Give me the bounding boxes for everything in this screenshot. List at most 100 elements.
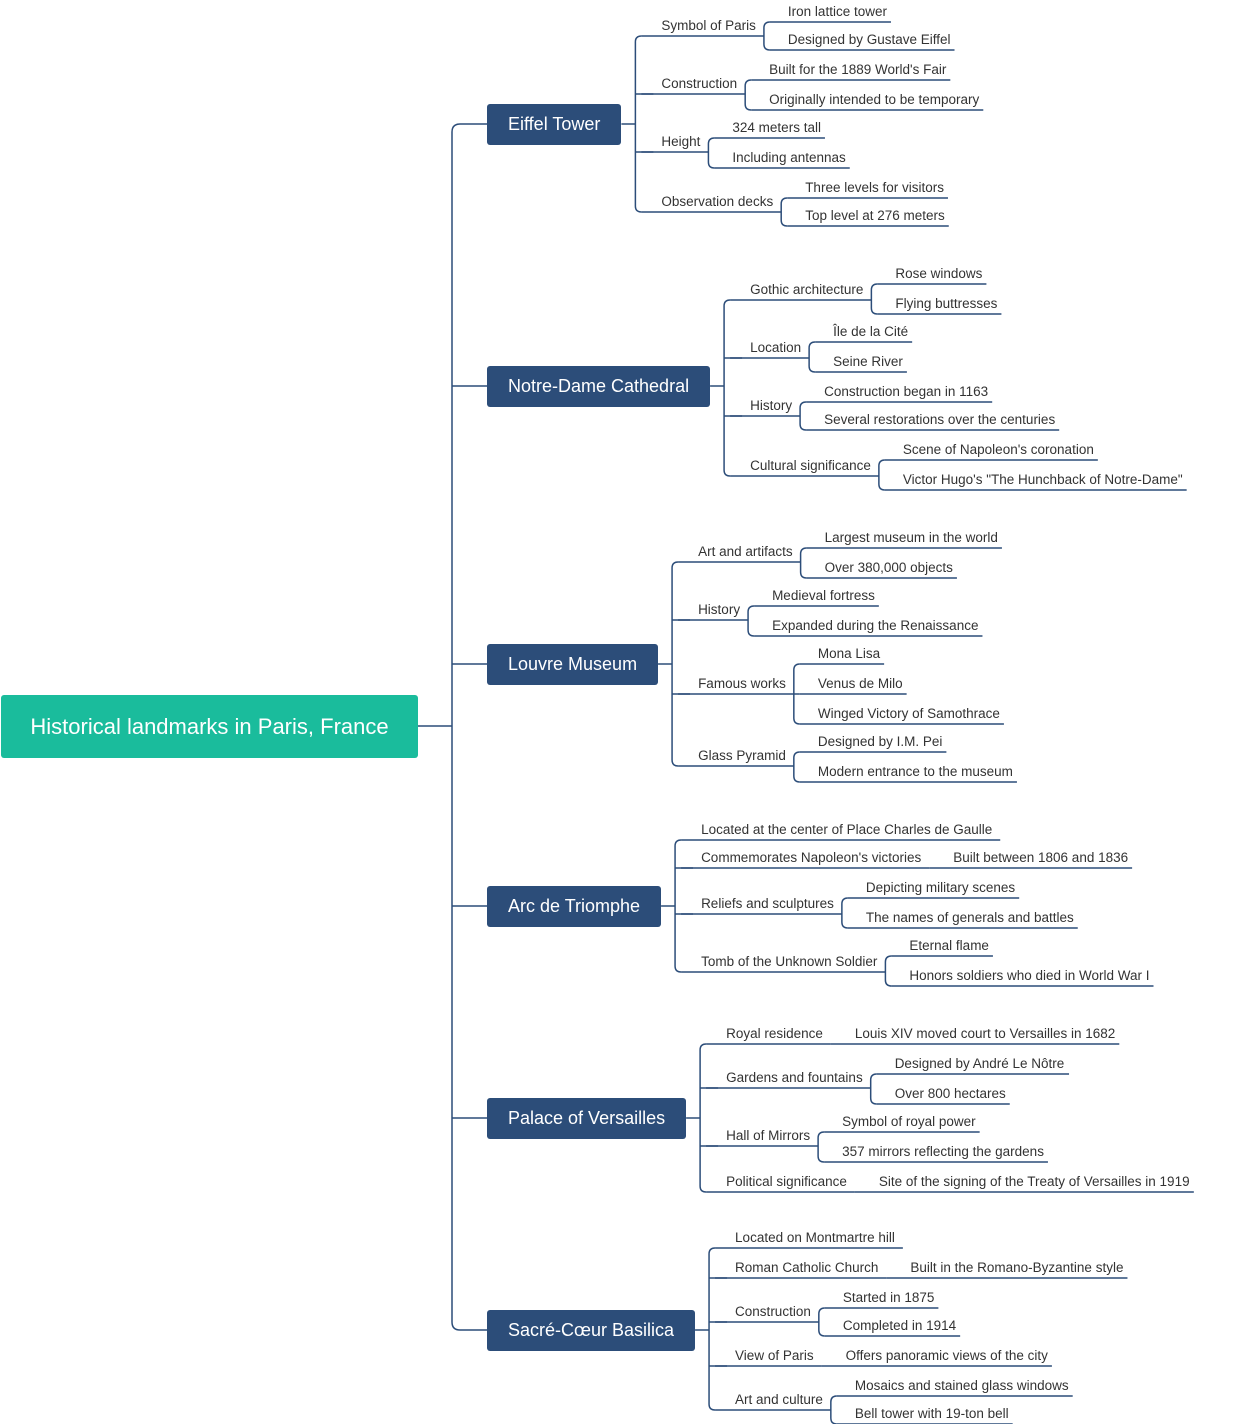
detail-324-meters-tall: 324 meters tall xyxy=(732,120,821,135)
subtopic-roman-catholic-church[interactable]: Roman Catholic Church xyxy=(735,1260,879,1275)
detail-bracket xyxy=(744,79,752,111)
detail-offers-panoramic-views-of-the-city: Offers panoramic views of the city xyxy=(845,1348,1048,1363)
detail-bracket xyxy=(830,1395,837,1424)
subtopic-history[interactable]: History xyxy=(698,602,741,617)
detail-357-mirrors-reflecting-the-gardens: 357 mirrors reflecting the gardens xyxy=(842,1144,1044,1159)
subtopic-art-and-artifacts[interactable]: Art and artifacts xyxy=(698,544,793,559)
detail-ile-de-la-cite: Île de la Cité xyxy=(833,324,909,339)
detail-top-level-at-276-meters: Top level at 276 meters xyxy=(805,208,945,223)
subtopic-hall-of-mirrors[interactable]: Hall of Mirrors xyxy=(726,1128,811,1143)
subtopic-bracket xyxy=(723,299,731,477)
detail-mona-lisa: Mona Lisa xyxy=(817,646,881,661)
detail-symbol-of-royal-power: Symbol of royal power xyxy=(842,1114,976,1129)
detail-bracket xyxy=(818,1307,825,1337)
subtopic-gardens-and-fountains[interactable]: Gardens and fountains xyxy=(726,1070,863,1085)
topic-arc-de-triomphe[interactable]: Arc de Triomphe xyxy=(487,886,662,927)
subtopic-gothic-architecture[interactable]: Gothic architecture xyxy=(750,282,864,297)
subtopic-art-and-culture[interactable]: Art and culture xyxy=(735,1392,823,1407)
detail-expanded-during-the-renaissance: Expanded during the Renaissance xyxy=(772,618,979,633)
detail-over-800-hectares: Over 800 hectares xyxy=(894,1086,1006,1101)
subtopic-political-significance[interactable]: Political significance xyxy=(726,1174,847,1189)
detail-modern-entrance-to-the-museum: Modern entrance to the museum xyxy=(817,764,1013,779)
topic-louvre-museum[interactable]: Louvre Museum xyxy=(487,644,659,685)
subtopic-reliefs-and-sculptures[interactable]: Reliefs and sculptures xyxy=(701,896,834,911)
detail-bracket xyxy=(799,401,807,431)
detail-originally-intended-to-be-temporary: Originally intended to be temporary xyxy=(769,92,980,107)
subtopic-bracket xyxy=(699,1043,707,1193)
detail-bracket xyxy=(780,197,788,227)
detail-bracket xyxy=(763,21,770,51)
detail-bracket xyxy=(707,137,715,169)
subtopic-construction[interactable]: Construction xyxy=(661,76,738,91)
detail-bracket xyxy=(878,459,885,491)
detail-several-restorations-over-the-centuries: Several restorations over the centuries xyxy=(824,412,1056,427)
subtopic-cultural-significance[interactable]: Cultural significance xyxy=(750,458,871,473)
detail-scene-of-napoleon-s-coronation: Scene of Napoleon's coronation xyxy=(902,442,1094,457)
subtopic-height[interactable]: Height xyxy=(661,134,701,149)
detail-seine-river: Seine River xyxy=(833,354,903,369)
topic-notre-dame-cathedral[interactable]: Notre-Dame Cathedral xyxy=(487,366,711,407)
detail-flying-buttresses: Flying buttresses xyxy=(895,296,998,311)
detail-eternal-flame: Eternal flame xyxy=(909,938,989,953)
root-topic[interactable]: Historical landmarks in Paris, France xyxy=(1,695,418,758)
detail-bracket xyxy=(817,1131,825,1163)
detail-designed-by-i-m-pei: Designed by I.M. Pei xyxy=(817,734,943,749)
detail-victor-hugo-s-the-hunchback-of-notre-dame: Victor Hugo's "The Hunchback of Notre-Da… xyxy=(902,472,1183,487)
detail-designed-by-andre-le-notre: Designed by André Le Nôtre xyxy=(894,1056,1065,1071)
detail-venus-de-milo: Venus de Milo xyxy=(817,676,903,691)
detail-depicting-military-scenes: Depicting military scenes xyxy=(865,880,1016,895)
subtopic-construction[interactable]: Construction xyxy=(735,1304,811,1319)
detail-bracket xyxy=(870,283,878,315)
main-branch-trunk xyxy=(451,123,461,1331)
subtopic-located-on-montmartre-hill[interactable]: Located on Montmartre hill xyxy=(735,1230,895,1245)
detail-three-levels-for-visitors: Three levels for visitors xyxy=(805,180,944,195)
detail-bracket xyxy=(808,341,816,373)
detail-built-between-1806-and-1836: Built between 1806 and 1836 xyxy=(953,850,1129,865)
detail-mosaics-and-stained-glass-windows: Mosaics and stained glass windows xyxy=(854,1378,1069,1393)
detail-bracket xyxy=(884,955,892,987)
topic-eiffel-tower[interactable]: Eiffel Tower xyxy=(487,104,622,145)
subtopic-symbol-of-paris[interactable]: Symbol of Paris xyxy=(661,18,756,33)
detail-iron-lattice-tower: Iron lattice tower xyxy=(787,4,887,19)
detail-construction-began-in-1163: Construction began in 1163 xyxy=(824,384,989,399)
detail-louis-xiv-moved-court-to-versailles-in-1682: Louis XIV moved court to Versailles in 1… xyxy=(854,1026,1116,1041)
detail-built-for-the-1889-world-s-fair: Built for the 1889 World's Fair xyxy=(769,62,947,77)
detail-started-in-1875: Started in 1875 xyxy=(842,1290,935,1305)
detail-built-in-the-romano-byzantine-style: Built in the Romano-Byzantine style xyxy=(910,1260,1124,1275)
subtopic-bracket xyxy=(671,561,679,767)
subtopic-bracket xyxy=(634,35,642,213)
subtopic-observation-decks[interactable]: Observation decks xyxy=(661,194,774,209)
subtopic-tomb-of-the-unknown-soldier[interactable]: Tomb of the Unknown Soldier xyxy=(701,954,878,969)
detail-completed-in-1914: Completed in 1914 xyxy=(842,1318,957,1333)
detail-winged-victory-of-samothrace: Winged Victory of Samothrace xyxy=(817,706,1000,721)
subtopic-view-of-paris[interactable]: View of Paris xyxy=(735,1348,814,1363)
subtopic-bracket xyxy=(708,1247,716,1411)
subtopic-commemorates-napoleon-s-victories[interactable]: Commemorates Napoleon's victories xyxy=(701,850,922,865)
subtopic-famous-works[interactable]: Famous works xyxy=(698,676,786,691)
subtopic-history[interactable]: History xyxy=(750,398,793,413)
detail-bracket xyxy=(793,663,800,725)
detail-bracket xyxy=(841,897,848,929)
subtopic-glass-pyramid[interactable]: Glass Pyramid xyxy=(698,748,786,763)
subtopic-royal-residence[interactable]: Royal residence xyxy=(726,1026,823,1041)
subtopic-location[interactable]: Location xyxy=(750,340,802,355)
detail-bell-tower-with-19-ton-bell: Bell tower with 19-ton bell xyxy=(854,1406,1009,1421)
detail-bracket xyxy=(869,1073,877,1105)
subtopic-located-at-the-center-of-place-charles-de-gaulle[interactable]: Located at the center of Place Charles d… xyxy=(701,822,993,837)
detail-medieval-fortress: Medieval fortress xyxy=(772,588,875,603)
detail-largest-museum-in-the-world: Largest museum in the world xyxy=(824,530,998,545)
topic-palace-of-versailles[interactable]: Palace of Versailles xyxy=(487,1098,687,1139)
detail-honors-soldiers-who-died-in-world-war-i: Honors soldiers who died in World War I xyxy=(909,968,1150,983)
detail-designed-by-gustave-eiffel: Designed by Gustave Eiffel xyxy=(787,32,951,47)
detail-bracket xyxy=(799,547,807,579)
detail-rose-windows: Rose windows xyxy=(895,266,983,281)
detail-bracket xyxy=(793,751,800,783)
topic-sacre-c-ur-basilica[interactable]: Sacré-Cœur Basilica xyxy=(487,1310,696,1351)
detail-the-names-of-generals-and-battles: The names of generals and battles xyxy=(865,910,1074,925)
detail-bracket xyxy=(747,605,755,637)
subtopic-bracket xyxy=(674,839,682,973)
detail-including-antennas: Including antennas xyxy=(732,150,846,165)
detail-site-of-the-signing-of-the-treaty-of-versailles-in-1919: Site of the signing of the Treaty of Ver… xyxy=(878,1174,1190,1189)
